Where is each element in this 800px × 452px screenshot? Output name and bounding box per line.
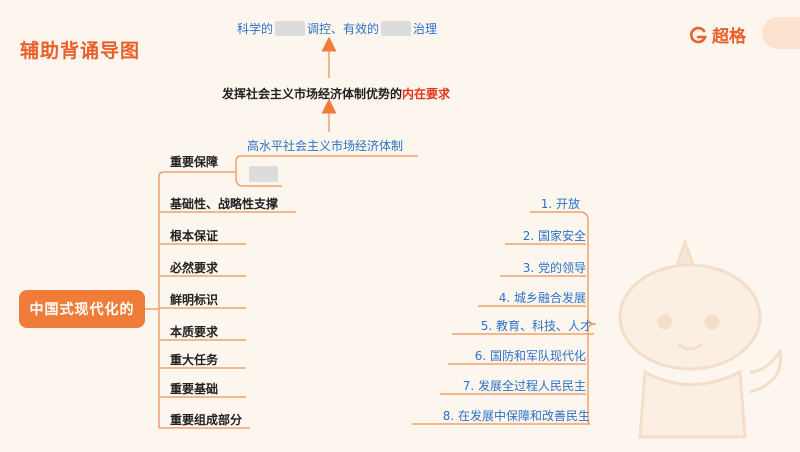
top-text-part1: 科学的 — [237, 22, 274, 36]
right-item-2: 2. 国家安全 — [522, 229, 586, 243]
left-item-9: 重要组成部分 — [170, 413, 243, 427]
page-title: 辅助背诵导图 — [20, 40, 141, 62]
g-logo-icon — [690, 26, 707, 43]
left-item-1: 重要保障 — [170, 155, 219, 169]
left-item-4: 必然要求 — [170, 261, 219, 275]
right-item-5: 5. 教育、科技、人才 — [480, 319, 592, 333]
right-brace — [579, 211, 597, 425]
right-item-3: 3. 党的领导 — [522, 261, 586, 275]
left-item-2: 基础性、战略性支撑 — [170, 197, 279, 211]
right-item-1: 1. 开放 — [540, 197, 580, 211]
logo-text: 超格 — [712, 27, 746, 47]
unicorn-mascot-watermark — [618, 237, 783, 439]
fill-blank-3 — [249, 166, 278, 182]
brand-logo: 超格 — [688, 22, 746, 47]
root-node: 中国式现代化的 — [19, 290, 145, 328]
left-item-8: 重要基础 — [170, 382, 219, 396]
hsp-label: 高水平社会主义市场经济体制 — [247, 139, 404, 153]
left-item-3: 根本保证 — [170, 229, 219, 243]
top-text-part3: 治理 — [413, 22, 438, 36]
right-item-6: 6. 国防和军队现代化 — [474, 349, 586, 363]
middle-prefix: 发挥社会主义市场经济体制优势的 — [222, 87, 403, 101]
right-item-4: 4. 城乡融合发展 — [498, 291, 586, 305]
fill-blank-2 — [381, 21, 412, 36]
left-item-6: 本质要求 — [170, 325, 219, 339]
right-item-8: 8. 在发展中保障和改善民生 — [442, 409, 590, 423]
middle-highlight: 内在要求 — [402, 87, 451, 101]
left-item-5: 鲜明标识 — [170, 293, 219, 307]
middle-statement: 发挥社会主义市场经济体制优势的内在要求 — [222, 85, 450, 102]
left-item-7: 重大任务 — [170, 353, 219, 367]
top-text-part2: 调控、有效的 — [307, 22, 380, 36]
corner-tab — [762, 17, 800, 49]
fill-blank-1 — [275, 21, 306, 36]
hsp-bracket — [235, 155, 282, 187]
top-statement: 科学的 调控、有效的 治理 — [237, 20, 437, 37]
right-item-7: 7. 发展全过程人民民主 — [462, 379, 586, 393]
